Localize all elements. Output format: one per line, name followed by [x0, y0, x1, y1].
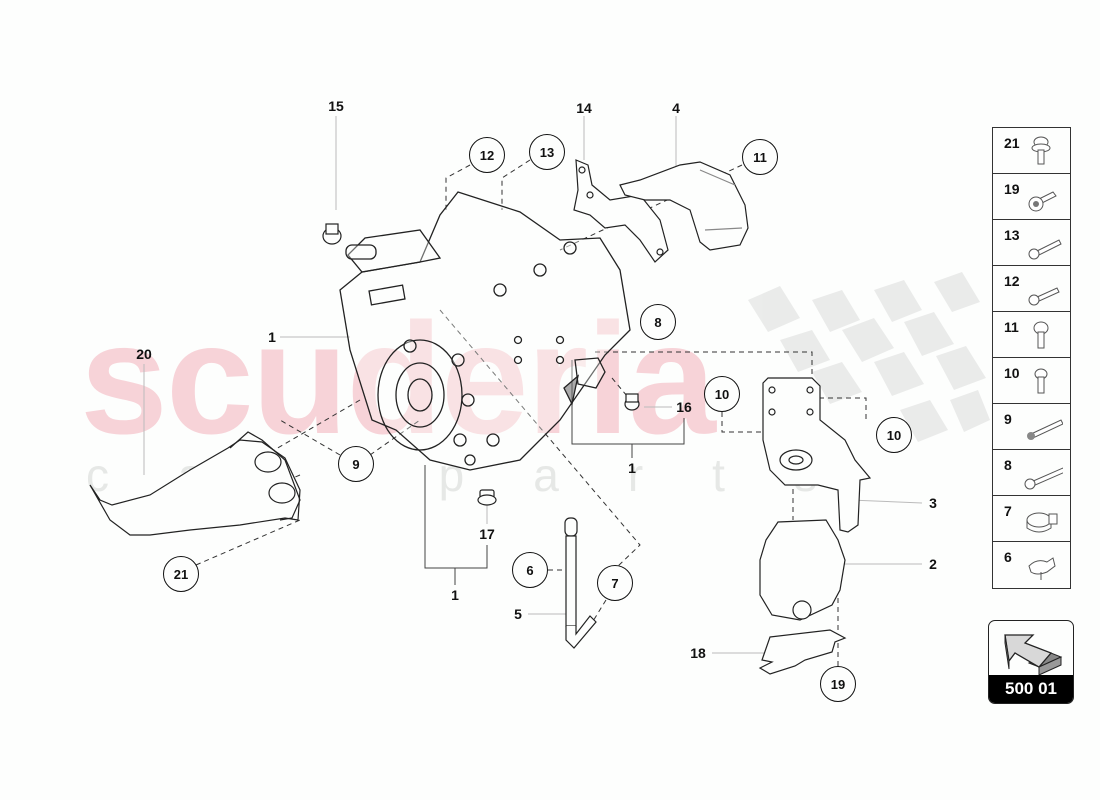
legend-number: 6: [1004, 549, 1012, 565]
back-navigation-button[interactable]: 500 01: [988, 620, 1074, 704]
dipstick-tube-5: [564, 517, 597, 649]
legend-item[interactable]: 13: [993, 220, 1070, 266]
transmission-housing: [339, 191, 631, 471]
callout-circle-12[interactable]: 12: [469, 137, 505, 173]
callout-label-2[interactable]: 2: [929, 556, 937, 572]
callout-label-16[interactable]: 16: [676, 399, 692, 415]
legend-number: 10: [1004, 365, 1020, 381]
legend-item[interactable]: 19: [993, 174, 1070, 220]
fastener-legend: 21 19 13 12 11 10 9 8 7 6: [992, 127, 1071, 589]
plate-18: [758, 629, 847, 675]
plug-15: [322, 223, 342, 245]
legend-number: 11: [1004, 319, 1019, 335]
hex-bolt-icon: [1028, 287, 1060, 306]
legend-item[interactable]: 21: [993, 128, 1070, 174]
callout-circle-8[interactable]: 8: [640, 304, 676, 340]
legend-number: 12: [1004, 273, 1020, 289]
heat-shield-4: [619, 161, 749, 251]
legend-item[interactable]: 8: [993, 450, 1070, 496]
callout-circle-10[interactable]: 10: [876, 417, 912, 453]
engine-mount-2: [759, 519, 846, 621]
callout-circle-21[interactable]: 21: [163, 556, 199, 592]
socket-bolt-long-icon: [1027, 419, 1063, 440]
legend-number: 13: [1004, 227, 1020, 243]
hose-clamp-icon: [1026, 512, 1058, 533]
legend-number: 9: [1004, 411, 1012, 427]
back-arrow-icon: [1004, 634, 1063, 675]
callout-label-3[interactable]: 3: [929, 495, 937, 511]
callout-label-20[interactable]: 20: [136, 346, 152, 362]
legend-item[interactable]: 9: [993, 404, 1070, 450]
checkered-flag-watermark: [748, 272, 990, 442]
heat-shield-20: [89, 431, 301, 536]
socket-cap-screw-icon: [1033, 321, 1049, 349]
callout-circle-11[interactable]: 11: [742, 139, 778, 175]
page-code: 500 01: [989, 675, 1073, 703]
drain-plug-17: [477, 489, 497, 506]
plug-16: [624, 393, 640, 411]
socket-cap-screw-short-icon: [1034, 368, 1048, 394]
callout-label-17[interactable]: 17: [479, 526, 495, 542]
legend-number: 8: [1004, 457, 1012, 473]
legend-item[interactable]: 6: [993, 542, 1070, 588]
pipe-clip-icon: [1028, 557, 1056, 580]
hex-bolt-long-icon: [1028, 239, 1062, 260]
callout-label-15[interactable]: 15: [328, 98, 344, 114]
callout-circle-10[interactable]: 10: [704, 376, 740, 412]
callout-label-1[interactable]: 1: [628, 460, 636, 476]
hex-bolt-extra-long-icon: [1024, 467, 1063, 490]
callout-label-1[interactable]: 1: [451, 587, 459, 603]
callout-circle-13[interactable]: 13: [529, 134, 565, 170]
flange-bolt-short-icon: [1028, 191, 1057, 212]
callout-label-5[interactable]: 5: [514, 606, 522, 622]
legend-number: 21: [1004, 135, 1020, 151]
callout-circle-7[interactable]: 7: [597, 565, 633, 601]
callout-label-18[interactable]: 18: [690, 645, 706, 661]
mount-bracket-3: [762, 377, 872, 533]
callout-circle-6[interactable]: 6: [512, 552, 548, 588]
callout-circle-19[interactable]: 19: [820, 666, 856, 702]
legend-number: 7: [1004, 503, 1012, 519]
callout-label-4[interactable]: 4: [672, 100, 680, 116]
legend-number: 19: [1004, 181, 1020, 197]
collar-screw-icon: [1031, 136, 1051, 165]
bracket-14: [573, 159, 669, 263]
legend-item[interactable]: 11: [993, 312, 1070, 358]
callout-label-14[interactable]: 14: [576, 100, 592, 116]
legend-item[interactable]: 12: [993, 266, 1070, 312]
legend-item[interactable]: 10: [993, 358, 1070, 404]
callout-label-1[interactable]: 1: [268, 329, 276, 345]
legend-item[interactable]: 7: [993, 496, 1070, 542]
callout-circle-9[interactable]: 9: [338, 446, 374, 482]
